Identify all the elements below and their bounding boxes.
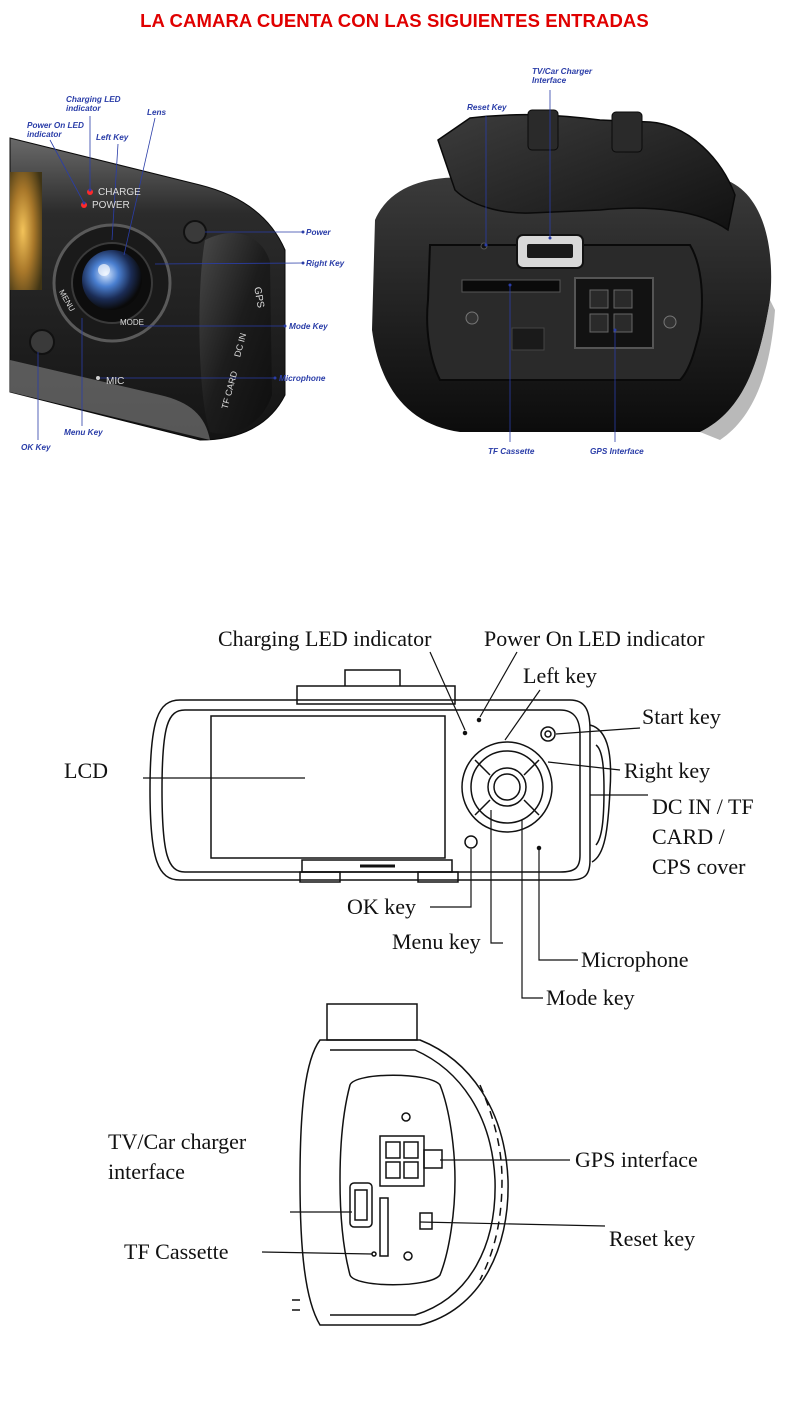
diagram-label-dc-in: DC IN / TF CARD / CPS cover bbox=[652, 794, 754, 879]
photo-label-tf-cassette: TF Cassette bbox=[488, 447, 535, 456]
device-text-power: POWER bbox=[92, 200, 130, 211]
photo-label-ok-key: OK Key bbox=[21, 443, 51, 452]
photo-label-charging-led: Charging LED indicator bbox=[66, 95, 121, 113]
photo-label-reset-key: Reset Key bbox=[467, 103, 507, 112]
diagram-label-tv-car: TV/Car charger interface bbox=[108, 1129, 247, 1184]
diagram-label-power-led: Power On LED indicator bbox=[484, 626, 705, 651]
diagram-label-tf-cassette: TF Cassette bbox=[124, 1239, 229, 1264]
lens-photo bbox=[82, 250, 142, 310]
page-title: LA CAMARA CUENTA CON LAS SIGUIENTES ENTR… bbox=[140, 10, 649, 31]
diagram-label-gps-interface: GPS interface bbox=[575, 1147, 698, 1172]
diagram-label-left-key: Left key bbox=[523, 663, 597, 688]
diagram-label-right-key: Right key bbox=[624, 758, 711, 783]
photo-label-gps-interface: GPS Interface bbox=[590, 447, 644, 456]
photo-label-mode-key: Mode Key bbox=[289, 322, 328, 331]
diagram-label-lcd: LCD bbox=[64, 758, 108, 783]
photo-label-lens: Lens bbox=[147, 108, 167, 117]
photo-label-power: Power bbox=[306, 228, 331, 237]
device-text-mic: MIC bbox=[106, 376, 125, 387]
device-text-mode: MODE bbox=[120, 318, 144, 327]
ok-button-photo bbox=[29, 329, 55, 355]
diagram-label-start-key: Start key bbox=[642, 704, 721, 729]
device-text-charge: CHARGE bbox=[98, 187, 141, 198]
power-led-photo bbox=[81, 202, 87, 208]
diagram-label-mode-key: Mode key bbox=[546, 985, 635, 1010]
photo-label-right-key: Right Key bbox=[306, 259, 345, 268]
charge-led-photo bbox=[87, 189, 93, 195]
lcd-screen-photo bbox=[10, 172, 42, 290]
diagram-label-reset-key: Reset key bbox=[609, 1226, 696, 1251]
photo-label-power-led: Power On LED indicator bbox=[27, 121, 84, 139]
diagram-label-microphone: Microphone bbox=[581, 947, 689, 972]
photo-label-microphone: Microphone bbox=[279, 374, 326, 383]
diagram-label-charging-led: Charging LED indicator bbox=[218, 626, 432, 651]
photo-label-menu-key: Menu Key bbox=[64, 428, 103, 437]
photo-label-tv-car: TV/Car Charger Interface bbox=[532, 67, 593, 85]
diagram-label-menu-key: Menu key bbox=[392, 929, 481, 954]
diagram-label-ok-key: OK key bbox=[347, 894, 417, 919]
photo-label-left-key: Left Key bbox=[96, 133, 129, 142]
